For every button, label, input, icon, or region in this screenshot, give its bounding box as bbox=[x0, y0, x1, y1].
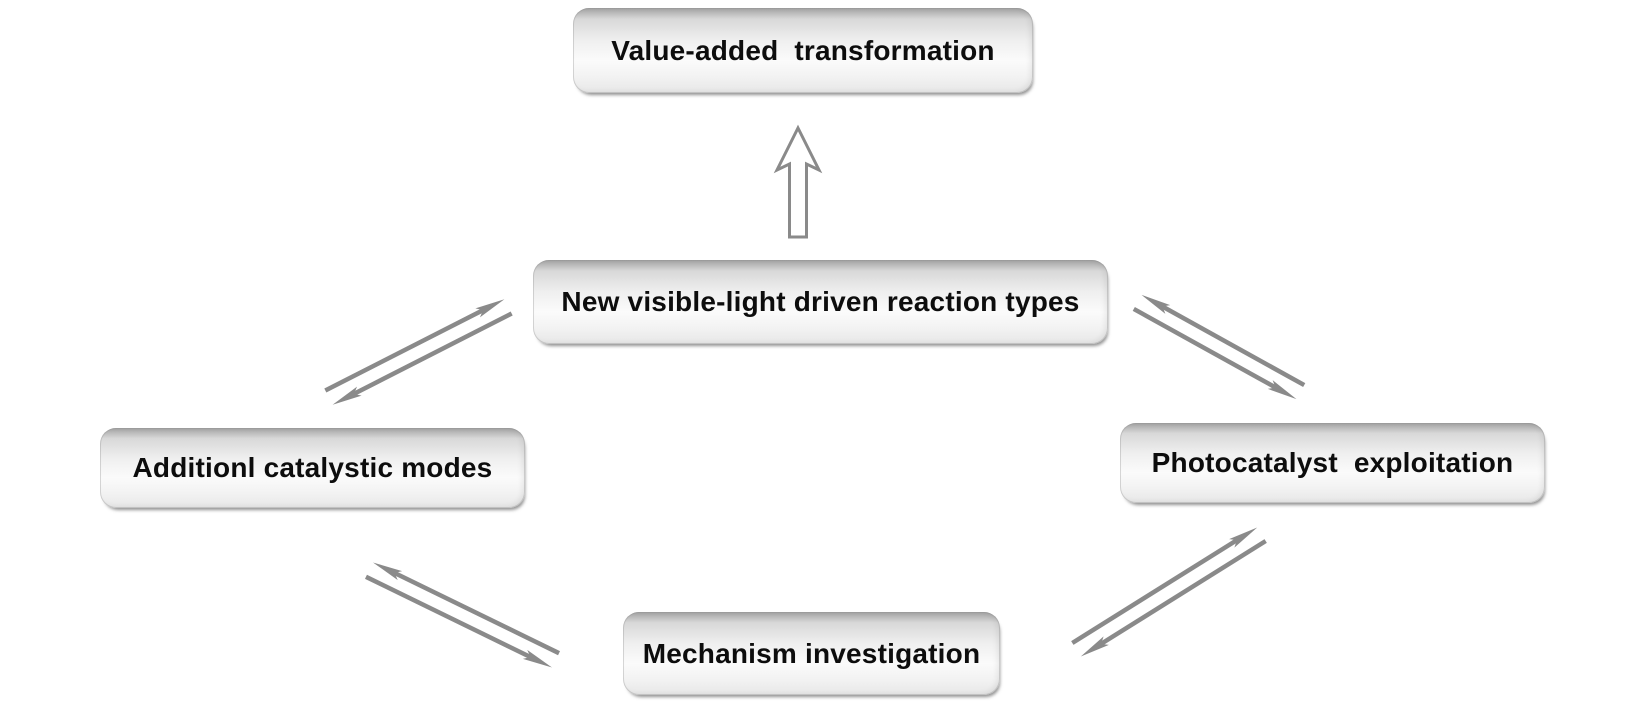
double-arrow-top-right-icon bbox=[1132, 294, 1306, 400]
node-label: Mechanism investigation bbox=[642, 637, 981, 669]
node-additional-catalytic-modes: Additionl catalystic modes bbox=[100, 428, 525, 508]
node-new-reaction-types: New visible-light driven reaction types bbox=[533, 260, 1108, 344]
node-label: Value-added transformation bbox=[611, 34, 995, 66]
node-label: New visible-light driven reaction types bbox=[561, 286, 1080, 317]
node-value-added-transformation: Value-added transformation bbox=[573, 8, 1033, 93]
double-arrow-top-left-icon bbox=[324, 299, 513, 405]
block-arrow-up-icon bbox=[773, 124, 823, 239]
double-arrow-bottom-right-icon bbox=[1071, 527, 1267, 657]
double-arrow-bottom-left-icon bbox=[364, 562, 561, 668]
node-mechanism-investigation: Mechanism investigation bbox=[623, 612, 1000, 695]
node-photocatalyst-exploitation: Photocatalyst exploitation bbox=[1120, 423, 1545, 503]
node-label: Photocatalyst exploitation bbox=[1151, 447, 1514, 478]
node-label: Additionl catalystic modes bbox=[132, 452, 493, 483]
